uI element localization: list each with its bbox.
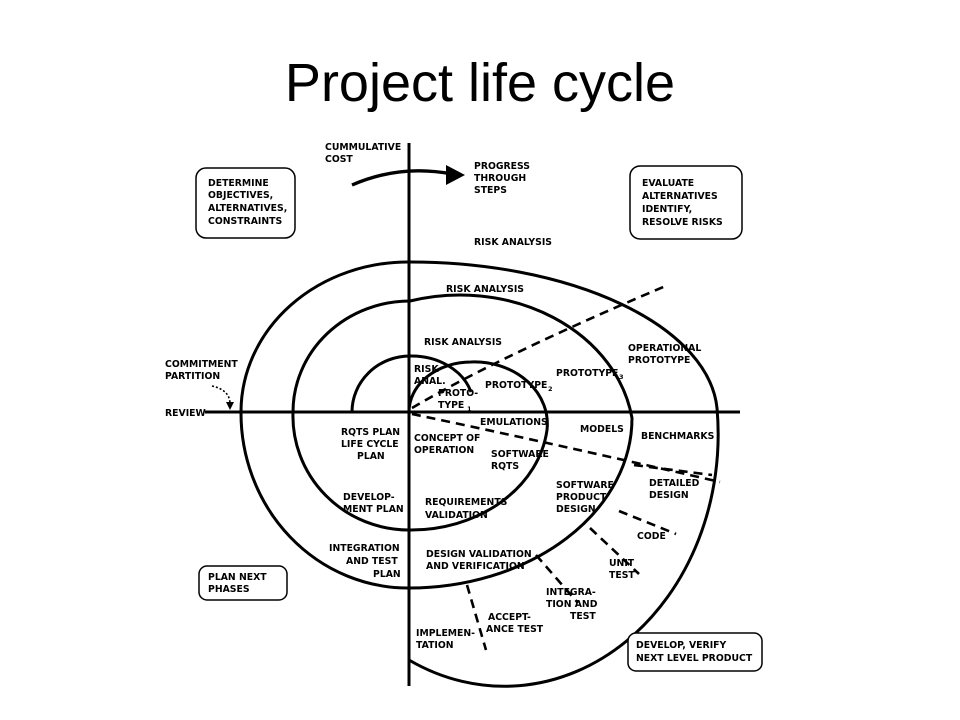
concept-of-operation-label: CONCEPT OF OPERATION bbox=[414, 433, 484, 456]
code-label: CODE bbox=[637, 531, 666, 542]
software-product-design-label: SOFTWARE PRODUCT DESIGN bbox=[556, 480, 617, 515]
implementation-label: IMPLEMEN- TATION bbox=[416, 628, 478, 651]
development-plan-label: DEVELOP- MENT PLAN bbox=[343, 492, 404, 515]
risk-analysis-outer: RISK ANALYSIS bbox=[474, 237, 552, 248]
acceptance-test-label: ACCEPT- ANCE TEST bbox=[486, 612, 544, 635]
simulation-dashed-line bbox=[411, 412, 721, 484]
rqts-plan-label: RQTS PLAN LIFE CYCLE PLAN bbox=[341, 427, 403, 462]
spiral-curve bbox=[239, 260, 720, 688]
prototype-1-sub: 1 bbox=[467, 405, 472, 413]
box-determine-objectives bbox=[195, 167, 296, 239]
detailed-design-dash bbox=[633, 463, 713, 477]
prototype-3-sub: 3 bbox=[619, 373, 624, 381]
prototype-3-label: PROTOTYPE bbox=[556, 368, 618, 379]
inner-spiral-start bbox=[350, 354, 473, 413]
requirements-validation-label: REQUIREMENTS VALIDATION bbox=[425, 497, 511, 521]
prototype-dashed-line bbox=[411, 283, 669, 410]
progress-arrow bbox=[351, 169, 453, 187]
box-develop-verify bbox=[627, 632, 763, 672]
slide-title: Project life cycle bbox=[284, 53, 676, 113]
cumulative-cost-label: CUMMULATIVE COST bbox=[325, 142, 404, 165]
unit-test-dash bbox=[589, 527, 640, 575]
software-rqts-label: SOFTWARE RQTS bbox=[491, 449, 552, 472]
box-evaluate-alternatives bbox=[629, 165, 743, 240]
progress-label: PROGRESS THROUGH STEPS bbox=[474, 161, 533, 196]
risk-analysis-second: RISK ANALYSIS bbox=[446, 284, 524, 295]
commitment-partition-label: COMMITMENT PARTITION bbox=[165, 359, 241, 382]
detailed-design-label: DETAILED DESIGN bbox=[649, 478, 703, 501]
prototype-1-label: PROTO- TYPE bbox=[438, 388, 481, 411]
prototype-2-sub: 2 bbox=[548, 385, 553, 393]
code-dash bbox=[618, 509, 677, 536]
models-label: MODELS bbox=[580, 424, 624, 435]
design-validation-label: DESIGN VALIDATION AND VERIFICATION bbox=[426, 549, 535, 572]
plan-next-phases-text: PLAN NEXT PHASES bbox=[208, 572, 270, 595]
develop-verify-text: DEVELOP, VERIFY NEXT LEVEL PRODUCT bbox=[636, 640, 753, 664]
operational-prototype-label: OPERATIONAL PROTOTYPE bbox=[628, 343, 705, 366]
commitment-arrow bbox=[211, 385, 231, 405]
benchmarks-label: BENCHMARKS bbox=[641, 431, 715, 442]
risk-analysis-third: RISK ANALYSIS bbox=[424, 337, 502, 348]
determine-objectives-text: DETERMINE OBJECTIVES, ALTERNATIVES, CONS… bbox=[208, 178, 291, 227]
acceptance-test-dash bbox=[465, 584, 488, 651]
integration-test-plan-label: INTEGRATION AND TEST PLAN bbox=[329, 543, 403, 580]
spiral-model-diagram: DETERMINE OBJECTIVES, ALTERNATIVES, CONS… bbox=[165, 142, 763, 688]
progress-arrowhead bbox=[446, 165, 465, 185]
integration-test-label: INTEGRA- TION AND TEST bbox=[546, 587, 601, 622]
risk-analysis-inner: RISK ANAL. bbox=[414, 364, 446, 387]
emulations-label: EMULATIONS bbox=[480, 417, 548, 428]
prototype-2-label: PROTOTYPE bbox=[485, 380, 547, 391]
commitment-arrowhead bbox=[226, 402, 234, 410]
box-plan-next-phases bbox=[198, 565, 288, 601]
review-label: REVIEW bbox=[165, 408, 206, 419]
unit-test-label: UNIT TEST bbox=[609, 558, 637, 581]
evaluate-alternatives-text: EVALUATE ALTERNATIVES IDENTIFY, RESOLVE … bbox=[642, 178, 723, 228]
integration-test-dash bbox=[535, 554, 579, 604]
